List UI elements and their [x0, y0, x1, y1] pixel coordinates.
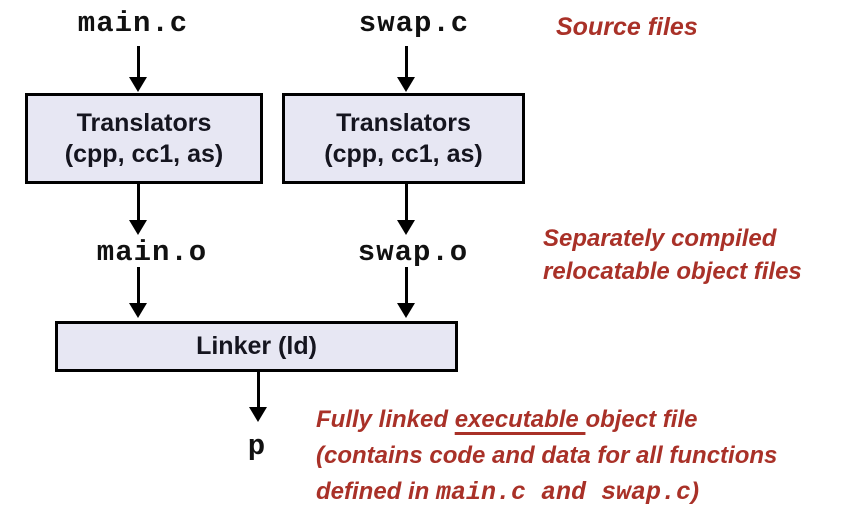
- translators-right-title: Translators: [336, 108, 471, 137]
- label-swap-c: swap.c: [358, 7, 470, 40]
- arrow-linker-to-executable-icon: [256, 372, 260, 407]
- label-executable-p: p: [247, 430, 267, 463]
- translators-box-right: Translators (cpp, cc1, as): [282, 93, 525, 184]
- annotation-executable-line1-suffix: object file: [585, 406, 698, 433]
- arrow-translators-to-main-o-icon: [136, 184, 140, 220]
- annotation-executable-line1-underlined: executable: [454, 406, 586, 433]
- translators-left-title: Translators: [76, 108, 212, 137]
- linker-box-label: Linker (ld): [196, 332, 317, 360]
- arrow-main-c-to-translators-icon: [136, 46, 140, 77]
- label-main-c: main.c: [77, 7, 189, 40]
- label-main-o: main.o: [96, 236, 208, 269]
- annotation-executable-line1-prefix: Fully linked: [316, 406, 455, 433]
- annotation-object-files-line2: relocatable object files: [543, 258, 802, 285]
- linker-box: Linker (ld): [55, 321, 458, 372]
- annotation-object-files-line1: Separately compiled: [543, 225, 777, 252]
- annotation-object-files: Separately compiled relocatable object f…: [543, 222, 802, 288]
- annotation-executable: Fully linked executable object file (con…: [316, 402, 777, 511]
- annotation-executable-line3: defined in main.c and swap.c): [316, 474, 777, 511]
- annotation-executable-line3-prefix: defined in: [316, 478, 436, 505]
- annotation-executable-line3-code: main.c and swap.c: [436, 478, 692, 507]
- arrow-swap-c-to-translators-icon: [404, 46, 408, 77]
- arrow-swap-o-to-linker-icon: [404, 267, 408, 303]
- translators-left-subtitle: (cpp, cc1, as): [64, 139, 224, 168]
- label-swap-o: swap.o: [357, 236, 469, 269]
- annotation-executable-line2: (contains code and data for all function…: [316, 442, 778, 469]
- annotation-executable-line1: Fully linked executable object file: [316, 402, 777, 438]
- translators-box-left: Translators (cpp, cc1, as): [25, 93, 263, 184]
- translators-right-subtitle: (cpp, cc1, as): [324, 139, 483, 168]
- arrow-main-o-to-linker-icon: [136, 267, 140, 303]
- arrow-translators-to-swap-o-icon: [404, 184, 408, 220]
- annotation-executable-line3-suffix: ): [691, 478, 700, 505]
- annotation-source-files: Source files: [556, 13, 698, 41]
